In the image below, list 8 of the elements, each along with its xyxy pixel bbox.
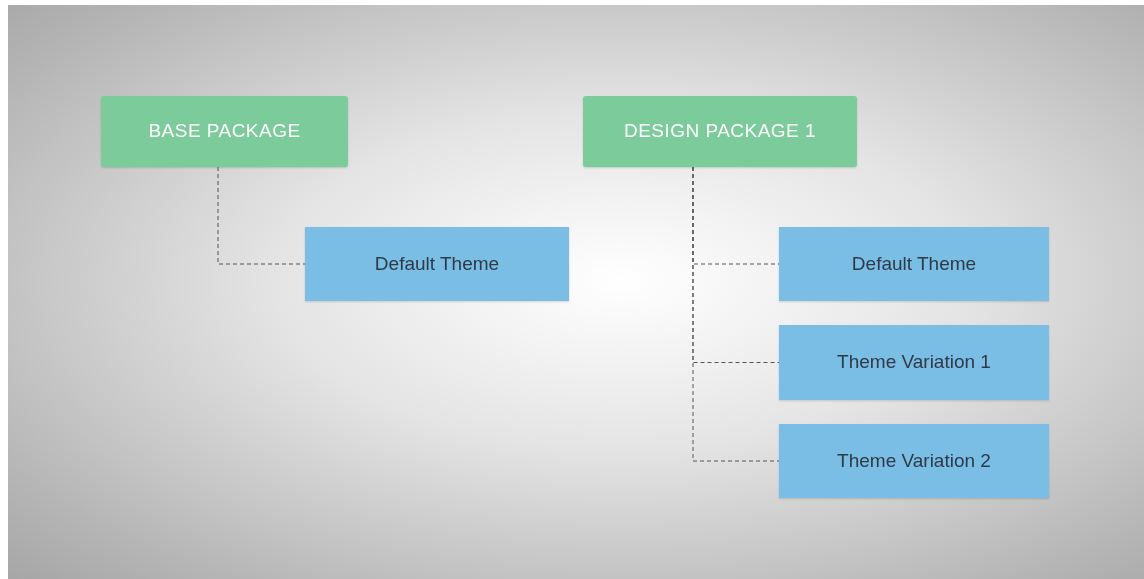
- theme-box: Default Theme: [305, 227, 569, 301]
- theme-box: Default Theme: [779, 227, 1049, 301]
- package-box: BASE PACKAGE: [101, 96, 348, 167]
- connector-line: [217, 166, 306, 265]
- connector-line: [692, 166, 780, 462]
- theme-box: Theme Variation 1: [779, 325, 1049, 400]
- theme-box: Theme Variation 2: [779, 424, 1049, 498]
- package-box: DESIGN PACKAGE 1: [583, 96, 857, 167]
